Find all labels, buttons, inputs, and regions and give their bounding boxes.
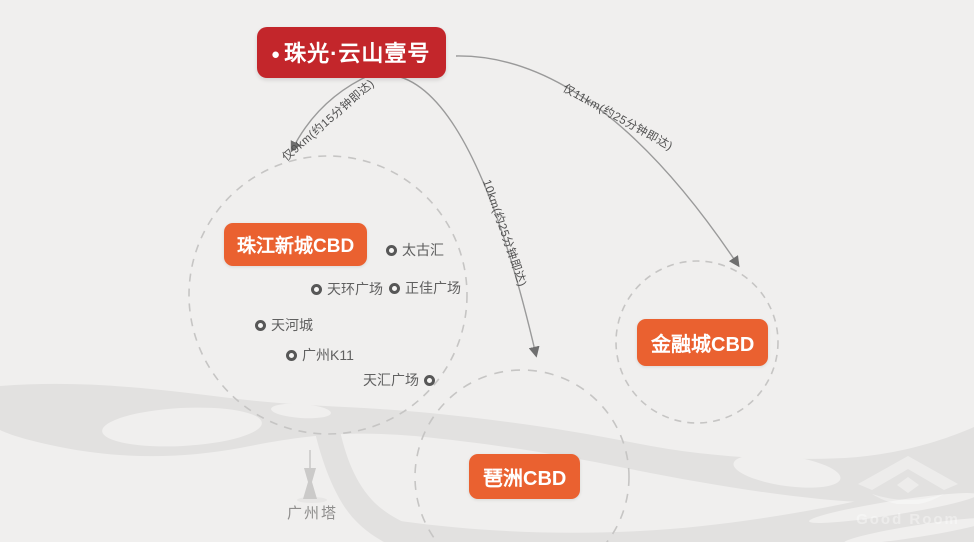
river-island — [843, 517, 974, 542]
landmark-grandbuy-plaza: 正佳广场 — [389, 278, 461, 298]
landmark-label: 天环广场 — [327, 281, 383, 297]
landmark-label: 天汇广场 — [363, 372, 419, 388]
canton-tower-icon — [297, 450, 327, 503]
poi-dot-icon — [311, 283, 322, 295]
arrow-to-pazhou-cbd — [391, 74, 540, 358]
cbd-zone-circles — [188, 155, 779, 542]
landmark-label: 正佳广场 — [405, 280, 461, 296]
landmark-label: 太古汇 — [402, 242, 444, 258]
arrow-to-jinrongcheng-cbd — [455, 55, 740, 268]
arrow-to-zhujiang-cbd — [290, 73, 373, 153]
landmark-teemall: 天河城 — [255, 315, 313, 335]
zhujiang-cbd-badge: 珠江新城CBD — [224, 223, 368, 266]
river-island — [271, 403, 331, 419]
route-arrows — [290, 55, 740, 358]
river-island — [809, 493, 974, 523]
landmark-guangzhou-k11: 广州K11 — [286, 345, 354, 365]
landmark-taikoohui: 太古汇 — [386, 240, 444, 260]
jinrongcheng-cbd-badge: 金融城CBD — [637, 319, 769, 366]
poi-dot-icon — [424, 374, 435, 386]
poi-dot-icon — [255, 319, 266, 331]
poi-dot-icon — [286, 349, 297, 361]
project-name: 珠光·云山壹号 — [284, 41, 431, 66]
project-badge: ●珠光·云山壹号 — [257, 27, 447, 78]
landmark-label: 广州K11 — [302, 347, 354, 363]
bullet-icon: ● — [271, 46, 282, 63]
jinrongcheng-cbd-circle — [615, 260, 779, 424]
landmark-tianhuan-plaza: 天环广场 — [311, 279, 383, 299]
canton-tower-label: 广州塔 — [287, 505, 339, 522]
landmark-label: 天河城 — [271, 317, 313, 333]
poi-dot-icon — [386, 244, 397, 256]
pazhou-cbd-circle — [414, 369, 630, 542]
pazhou-cbd-badge: 琶洲CBD — [469, 454, 581, 499]
pearl-river — [0, 383, 974, 542]
landmark-tianhui-plaza: 天汇广场 — [363, 370, 435, 390]
river-island — [733, 454, 841, 488]
zhujiang-cbd-circle — [188, 155, 468, 435]
poi-dot-icon — [389, 282, 400, 294]
river-island — [102, 407, 262, 447]
